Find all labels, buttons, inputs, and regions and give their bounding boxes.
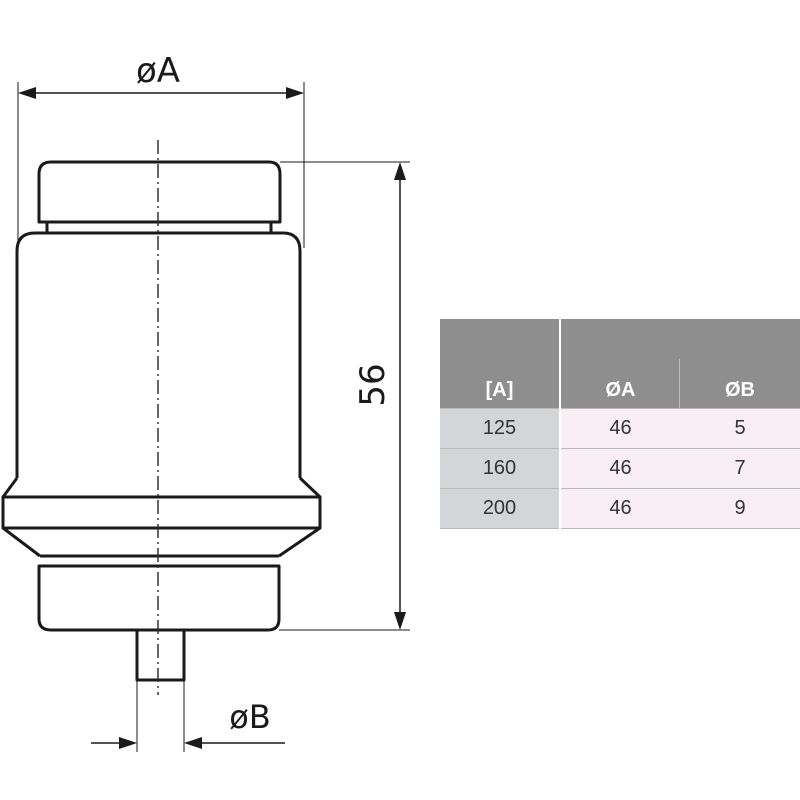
arrowhead-b-left <box>119 737 137 749</box>
arrowhead-height-top <box>394 162 406 180</box>
dim-label-outer-diameter: øA <box>136 51 180 91</box>
cell-diameter-b: 5 <box>680 408 800 449</box>
table-header-row: [A] ØA ØB <box>440 319 800 409</box>
fuse-top-cap <box>37 160 282 224</box>
dim-label-height: 56 <box>353 363 393 406</box>
cell-diameter-b: 7 <box>680 448 800 489</box>
header-diameter-b: ØB <box>680 319 800 409</box>
header-current-rating: [A] <box>440 319 561 409</box>
table-row: 200 46 9 <box>440 488 800 529</box>
dimension-table: [A] ØA ØB 125 46 5 160 46 7 200 46 9 <box>440 319 800 529</box>
cell-diameter-a: 46 <box>560 408 680 449</box>
cell-rating: 125 <box>440 408 561 449</box>
arrowhead-height-bottom <box>394 612 406 630</box>
fuse-neck <box>45 222 273 233</box>
cell-rating: 160 <box>440 448 561 489</box>
dim-label-pin-diameter: øB <box>229 698 271 736</box>
fuse-bottom-cap <box>37 564 281 632</box>
header-diameter-a: ØA <box>560 319 680 409</box>
cell-rating: 200 <box>440 488 561 529</box>
arrowhead-a-right <box>286 87 304 99</box>
arrowhead-a-left <box>18 87 36 99</box>
fuse-flange <box>1 495 322 530</box>
table-row: 160 46 7 <box>440 448 800 489</box>
fuse-flange-top <box>1 476 322 499</box>
table-row: 125 46 5 <box>440 408 800 449</box>
cell-diameter-a: 46 <box>560 448 680 489</box>
fuse-pin <box>135 628 186 682</box>
cell-diameter-a: 46 <box>560 488 680 529</box>
fuse-flange-bottom <box>2 526 321 558</box>
arrowhead-b-right <box>184 737 202 749</box>
cell-diameter-b: 9 <box>680 488 800 529</box>
